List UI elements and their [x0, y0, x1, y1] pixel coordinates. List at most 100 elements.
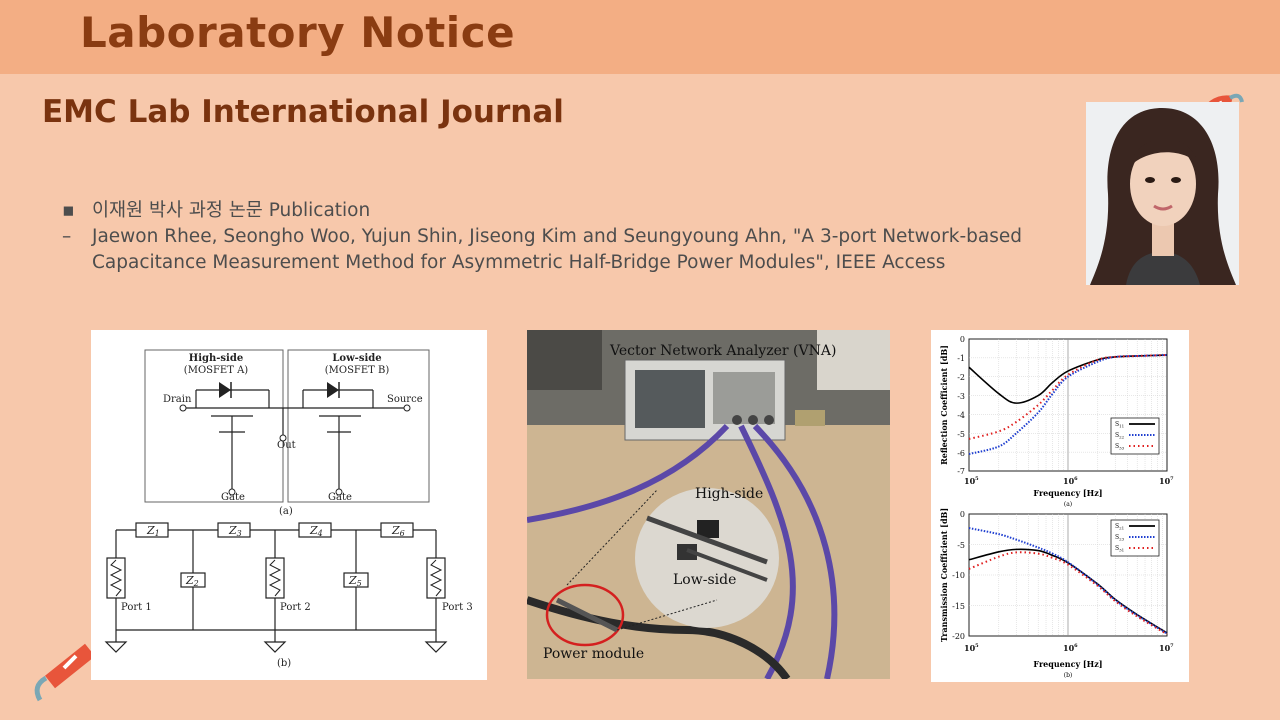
x-tick-label: 10 — [1159, 643, 1171, 653]
x-axis-label: Frequency [Hz] — [1033, 488, 1102, 498]
legend: S11 S22 S33 — [1110, 417, 1160, 455]
legend-label: S — [1115, 432, 1119, 439]
svg-text:Z4: Z4 — [309, 524, 323, 538]
svg-text:Z3: Z3 — [228, 524, 242, 538]
y-axis-label: Reflection Coefficient [dB] — [939, 345, 949, 465]
y-tick-label: 0 — [960, 510, 965, 519]
legend-sub: 22 — [1119, 435, 1125, 440]
x-tick-exp: 6 — [1074, 643, 1078, 649]
x-axis-label: Frequency [Hz] — [1033, 659, 1102, 669]
legend-sub: 11 — [1119, 424, 1124, 429]
y-tick-label: -4 — [957, 411, 965, 420]
legend-sub: 23 — [1119, 537, 1125, 542]
z6-label: Z — [391, 524, 400, 537]
chart-caption: (b) — [1064, 672, 1073, 679]
legend-label: S — [1115, 545, 1119, 552]
port2-label: Port 2 — [280, 602, 311, 613]
port1-label: Port 1 — [121, 602, 152, 613]
svg-text:Z6: Z6 — [391, 524, 405, 538]
x-tick-exp: 7 — [1170, 476, 1174, 482]
x-tick-label: 10 — [1063, 643, 1075, 653]
x-tick-label: 10 — [964, 643, 976, 653]
caption-b: (b) — [277, 658, 291, 669]
y-tick-label: -5 — [957, 541, 965, 550]
power-module-label: Power module — [543, 646, 644, 662]
bullet-marker: – — [62, 226, 72, 247]
ribbon-decoration-bottom-icon — [34, 643, 95, 702]
z3-label: Z — [228, 524, 237, 537]
y-tick-label: -6 — [957, 449, 965, 458]
bullet-list: ▪ 이재원 박사 과정 논문 Publication – Jaewon Rhee… — [62, 198, 1072, 276]
bullet-text: Jaewon Rhee, Seongho Woo, Yujun Shin, Ji… — [92, 226, 1022, 273]
portrait-photo — [1086, 102, 1239, 285]
drain-label: Drain — [163, 394, 192, 405]
header-bar — [0, 0, 1280, 74]
svg-text:105: 105 — [964, 643, 979, 653]
legend-sub: 21 — [1119, 526, 1124, 531]
port3-label: Port 3 — [442, 602, 473, 613]
y-tick-label: -3 — [957, 392, 965, 401]
y-tick-label: -5 — [957, 430, 965, 439]
y-tick-label: -20 — [952, 632, 965, 641]
y-tick-label: 0 — [960, 335, 965, 344]
gate-a-label: Gate — [221, 492, 245, 503]
legend-label: S — [1115, 534, 1119, 541]
series-line-s11 — [968, 354, 1168, 404]
legend-sub: 33 — [1119, 446, 1125, 451]
x-tick-label: 10 — [1159, 476, 1171, 486]
y-tick-label: -10 — [952, 571, 965, 580]
x-tick-label: 10 — [964, 476, 976, 486]
bullet-item: – Jaewon Rhee, Seongho Woo, Yujun Shin, … — [62, 224, 1072, 276]
svg-text:S22: S22 — [1115, 432, 1125, 440]
x-tick-exp: 5 — [975, 643, 979, 649]
svg-text:S33: S33 — [1115, 443, 1125, 451]
high-side-label: High-side — [189, 353, 243, 364]
svg-text:106: 106 — [1063, 476, 1078, 486]
svg-text:106: 106 — [1063, 643, 1078, 653]
svg-text:S21: S21 — [1115, 523, 1124, 531]
svg-text:105: 105 — [964, 476, 979, 486]
series-line-s22 — [968, 354, 1168, 456]
bullet-item: ▪ 이재원 박사 과정 논문 Publication — [62, 198, 1072, 224]
y-tick-label: -1 — [957, 354, 965, 363]
z3-sub: 3 — [237, 529, 242, 538]
vna-label: Vector Network Analyzer (VNA) — [609, 343, 836, 359]
s-parameter-charts: 0 -1 -2 -3 -4 -5 -6 -7 105 106 107 Frequ… — [931, 330, 1189, 682]
x-tick-exp: 6 — [1074, 476, 1078, 482]
z1-label: Z — [146, 524, 155, 537]
caption-a: (a) — [279, 506, 293, 517]
svg-text:Z1: Z1 — [146, 524, 160, 538]
y-tick-label: -2 — [957, 373, 965, 382]
x-tick-exp: 5 — [975, 476, 979, 482]
bullet-text: 이재원 박사 과정 논문 Publication — [92, 200, 371, 221]
bullet-marker: ▪ — [62, 200, 75, 221]
section-title: EMC Lab International Journal — [42, 94, 564, 130]
svg-text:107: 107 — [1159, 476, 1174, 486]
z4-sub: 4 — [317, 529, 323, 538]
measurement-setup-photo: Vector Network Analyzer (VNA) High-side … — [527, 330, 890, 679]
svg-text:Z2: Z2 — [185, 574, 199, 588]
legend: S21 S23 S31 — [1110, 519, 1160, 557]
circuit-diagram: High-side (MOSFET A) Low-side (MOSFET B)… — [91, 330, 487, 680]
svg-text:S11: S11 — [1115, 421, 1124, 429]
series-line-s33 — [968, 354, 1168, 440]
z1-sub: 1 — [155, 529, 160, 538]
series-line-s23 — [968, 527, 1168, 635]
source-label: Source — [387, 394, 423, 405]
z2-label: Z — [185, 574, 194, 587]
mosfet-b-label: (MOSFET B) — [325, 365, 390, 376]
z5-sub: 5 — [357, 579, 362, 588]
out-label: Out — [277, 440, 296, 451]
high-side-photo-label: High-side — [695, 486, 763, 502]
x-tick-label: 10 — [1063, 476, 1075, 486]
series-line-s31 — [968, 551, 1168, 636]
gate-b-label: Gate — [328, 492, 352, 503]
svg-text:S31: S31 — [1115, 545, 1124, 553]
svg-text:107: 107 — [1159, 643, 1174, 653]
low-side-photo-label: Low-side — [673, 572, 736, 588]
x-tick-exp: 7 — [1170, 643, 1174, 649]
chart-caption: (a) — [1064, 501, 1072, 508]
z4-label: Z — [309, 524, 318, 537]
legend-sub: 31 — [1119, 548, 1124, 553]
page-title: Laboratory Notice — [80, 8, 516, 57]
